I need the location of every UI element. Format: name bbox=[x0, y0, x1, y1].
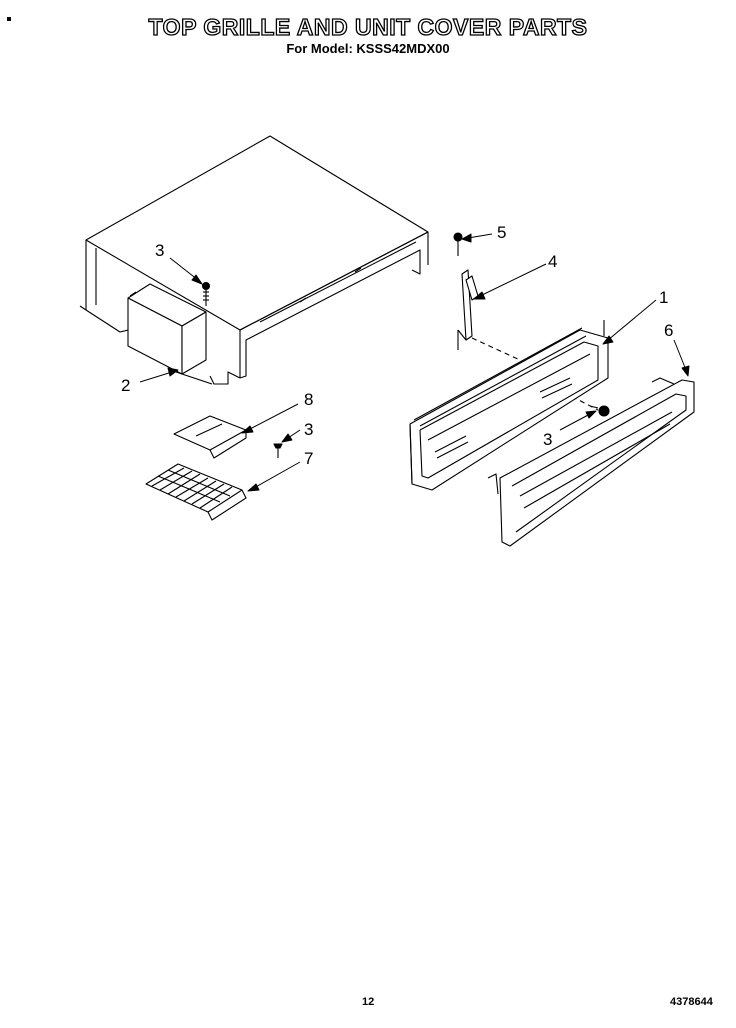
part-5-screw bbox=[453, 232, 463, 256]
part-2-control-box bbox=[127, 283, 213, 385]
part-3-screw-small bbox=[273, 443, 283, 458]
part-3-screw-grille bbox=[589, 405, 610, 417]
corner-mark bbox=[7, 17, 11, 21]
callout-3: 3 bbox=[304, 420, 313, 439]
callout-8: 8 bbox=[304, 390, 313, 409]
part-1-grille-frame bbox=[409, 320, 609, 491]
leader-lines bbox=[139, 233, 690, 492]
part-7-grille-mesh bbox=[145, 463, 247, 521]
callout-2: 2 bbox=[121, 376, 130, 395]
callout-3: 3 bbox=[543, 430, 552, 449]
callout-7: 7 bbox=[304, 449, 313, 468]
callout-6: 6 bbox=[664, 321, 673, 340]
callout-3: 3 bbox=[155, 241, 164, 260]
assembly-line bbox=[471, 337, 521, 361]
page-number: 12 bbox=[362, 996, 375, 1008]
callout-5: 5 bbox=[497, 223, 506, 242]
document-number: 4378644 bbox=[670, 996, 713, 1008]
page-title: TOP GRILLE AND UNIT COVER PARTS bbox=[148, 13, 588, 40]
part-3-screw-cover bbox=[201, 281, 211, 306]
callout-1: 1 bbox=[659, 288, 668, 307]
part-8-plate bbox=[173, 415, 247, 459]
unit-cover bbox=[79, 135, 429, 385]
part-6-trim-panel bbox=[487, 377, 695, 547]
part-4-bracket bbox=[457, 269, 479, 350]
callout-4: 4 bbox=[548, 252, 557, 271]
model-subtitle: For Model: KSSS42MDX00 bbox=[286, 41, 450, 56]
